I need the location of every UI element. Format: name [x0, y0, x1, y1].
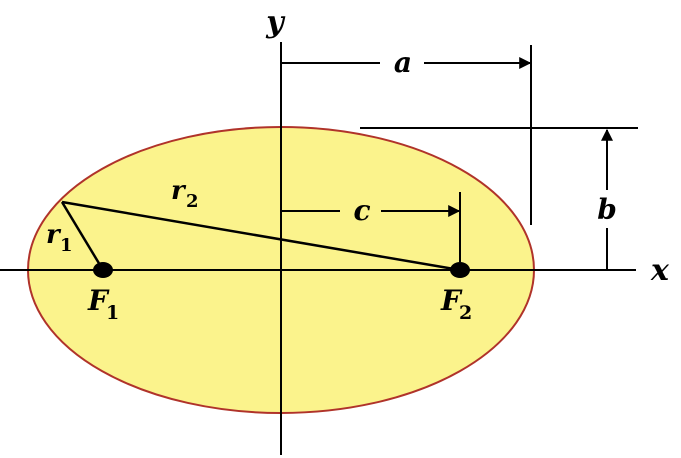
f2-label: F — [440, 284, 463, 317]
focus-f1-dot — [93, 262, 113, 278]
f1-subscript: 1 — [106, 302, 119, 324]
y-axis-label: y — [265, 5, 286, 40]
f1-label: F — [87, 284, 110, 317]
r1-subscript: 1 — [60, 235, 73, 256]
r2-label: r — [171, 176, 187, 206]
r1-label: r — [46, 220, 62, 250]
c-label: c — [353, 194, 370, 227]
focus-f2-dot — [450, 262, 470, 278]
x-axis-label: x — [650, 253, 670, 288]
r1-segment — [60, 201, 105, 271]
r2-segment — [61, 200, 461, 272]
r2-subscript: 2 — [186, 191, 199, 212]
b-label: b — [597, 193, 617, 226]
a-label: a — [394, 46, 412, 79]
f2-subscript: 2 — [459, 302, 472, 324]
